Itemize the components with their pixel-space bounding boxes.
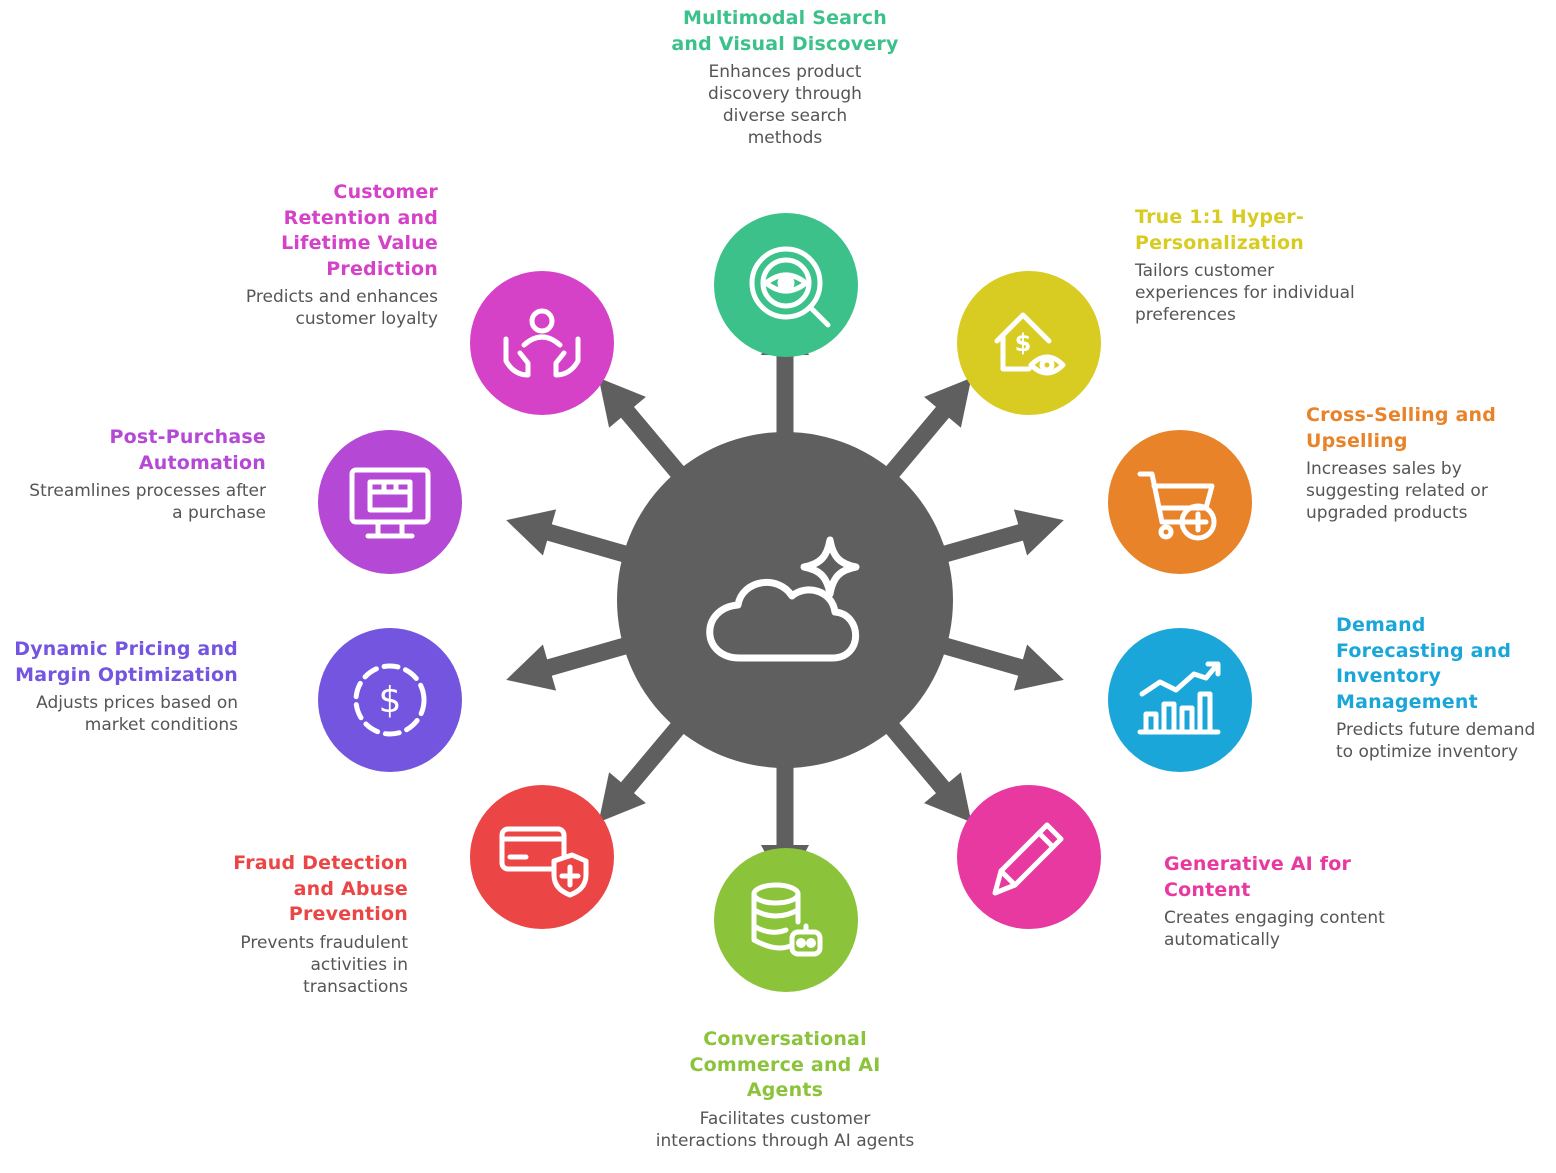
node-fraud: [470, 785, 614, 929]
label-conversational: Conversational Commerce and AI Agents Fa…: [650, 1027, 920, 1152]
label-demand-desc: Predicts future demand to optimize inven…: [1336, 720, 1536, 762]
node-fraud-circle: [470, 785, 614, 929]
label-retention-title: Customer Retention and Lifetime Value Pr…: [281, 181, 438, 280]
label-multimodal-title: Multimodal Search and Visual Discovery: [671, 7, 899, 55]
arrows-group: [506, 310, 1064, 890]
label-multimodal: Multimodal Search and Visual Discovery E…: [640, 6, 930, 149]
node-retention: [470, 271, 614, 415]
label-fraud-title: Fraud Detection and Abuse Prevention: [233, 852, 408, 925]
database-bot-icon: [751, 882, 823, 957]
arrow-3: [926, 633, 1064, 691]
node-personalization-circle: [957, 271, 1101, 415]
arrow-7: [506, 633, 644, 691]
node-pricing: $: [318, 628, 462, 772]
label-multimodal-desc: Enhances product discovery through diver…: [708, 62, 862, 148]
growth-chart-icon: [1137, 661, 1221, 735]
label-demand-title: Demand Forecasting and Inventory Managem…: [1336, 614, 1512, 713]
node-generative-circle: [957, 785, 1101, 929]
arrow-8: [506, 509, 644, 567]
node-conversational-circle: [714, 848, 858, 992]
label-demand: Demand Forecasting and Inventory Managem…: [1336, 613, 1551, 763]
cart-plus-icon: [1137, 471, 1217, 541]
dollar-circle-icon: $: [353, 663, 427, 737]
label-personalization-title: True 1:1 Hyper-Personalization: [1135, 206, 1304, 254]
label-fraud-desc: Prevents fraudulent activities in transa…: [240, 932, 408, 997]
node-crossselling: [1108, 430, 1252, 574]
arrow-4: [874, 709, 972, 823]
node-retention-circle: [470, 271, 614, 415]
label-conversational-desc: Facilitates customer interactions throug…: [655, 1108, 915, 1151]
central-hub: [617, 432, 953, 768]
label-postpurchase-desc: Streamlines processes after a purchase: [29, 481, 266, 523]
label-conversational-title: Conversational Commerce and AI Agents: [689, 1028, 881, 1101]
arrow-2: [926, 509, 1064, 567]
node-personalization: $: [957, 271, 1101, 415]
label-postpurchase-title: Post-Purchase Automation: [109, 426, 266, 474]
arrow-1: [874, 377, 972, 491]
label-retention: Customer Retention and Lifetime Value Pr…: [186, 180, 438, 330]
node-generative: [957, 785, 1101, 929]
label-generative-title: Generative AI for Content: [1164, 853, 1352, 901]
node-demand: [1108, 628, 1252, 772]
label-postpurchase: Post-Purchase Automation Streamlines pro…: [14, 425, 266, 524]
eye-search-icon: [749, 246, 831, 328]
node-crossselling-circle: [1108, 430, 1252, 574]
label-crossselling-title: Cross-Selling and Upselling: [1306, 404, 1497, 452]
node-multimodal: [714, 213, 858, 357]
svg-text:$: $: [1015, 329, 1032, 357]
label-pricing: Dynamic Pricing and Margin Optimization …: [6, 637, 238, 736]
label-crossselling-desc: Increases sales by suggesting related or…: [1306, 459, 1488, 523]
node-postpurchase: [318, 430, 462, 574]
label-fraud: Fraud Detection and Abuse Prevention Pre…: [190, 851, 408, 998]
label-pricing-desc: Adjusts prices based on market condition…: [36, 693, 238, 735]
monitor-box-icon: [349, 467, 431, 539]
svg-text:$: $: [379, 680, 402, 721]
node-pricing-circle: [318, 628, 462, 772]
arrow-9: [598, 377, 696, 491]
node-conversational: [714, 848, 858, 992]
pen-icon: [992, 822, 1064, 896]
cloud-sparkle-icon: [706, 536, 860, 662]
hub-circle: [617, 432, 953, 768]
card-shield-icon: [499, 826, 589, 898]
label-generative-desc: Creates engaging content automatically: [1164, 908, 1385, 950]
label-crossselling: Cross-Selling and Upselling Increases sa…: [1306, 403, 1546, 524]
label-retention-desc: Predicts and enhances customer loyalty: [245, 287, 438, 329]
node-postpurchase-circle: [318, 430, 462, 574]
nodes-group: $$: [318, 213, 1252, 992]
label-pricing-title: Dynamic Pricing and Margin Optimization: [14, 638, 238, 686]
label-generative: Generative AI for Content Creates engagi…: [1164, 852, 1404, 951]
house-dollar-eye-icon: $: [994, 312, 1066, 376]
arrow-6: [598, 709, 696, 823]
hands-person-icon: [503, 308, 581, 378]
label-personalization: True 1:1 Hyper-Personalization Tailors c…: [1135, 205, 1375, 326]
node-demand-circle: [1108, 628, 1252, 772]
label-personalization-desc: Tailors customer experiences for individ…: [1135, 261, 1355, 325]
